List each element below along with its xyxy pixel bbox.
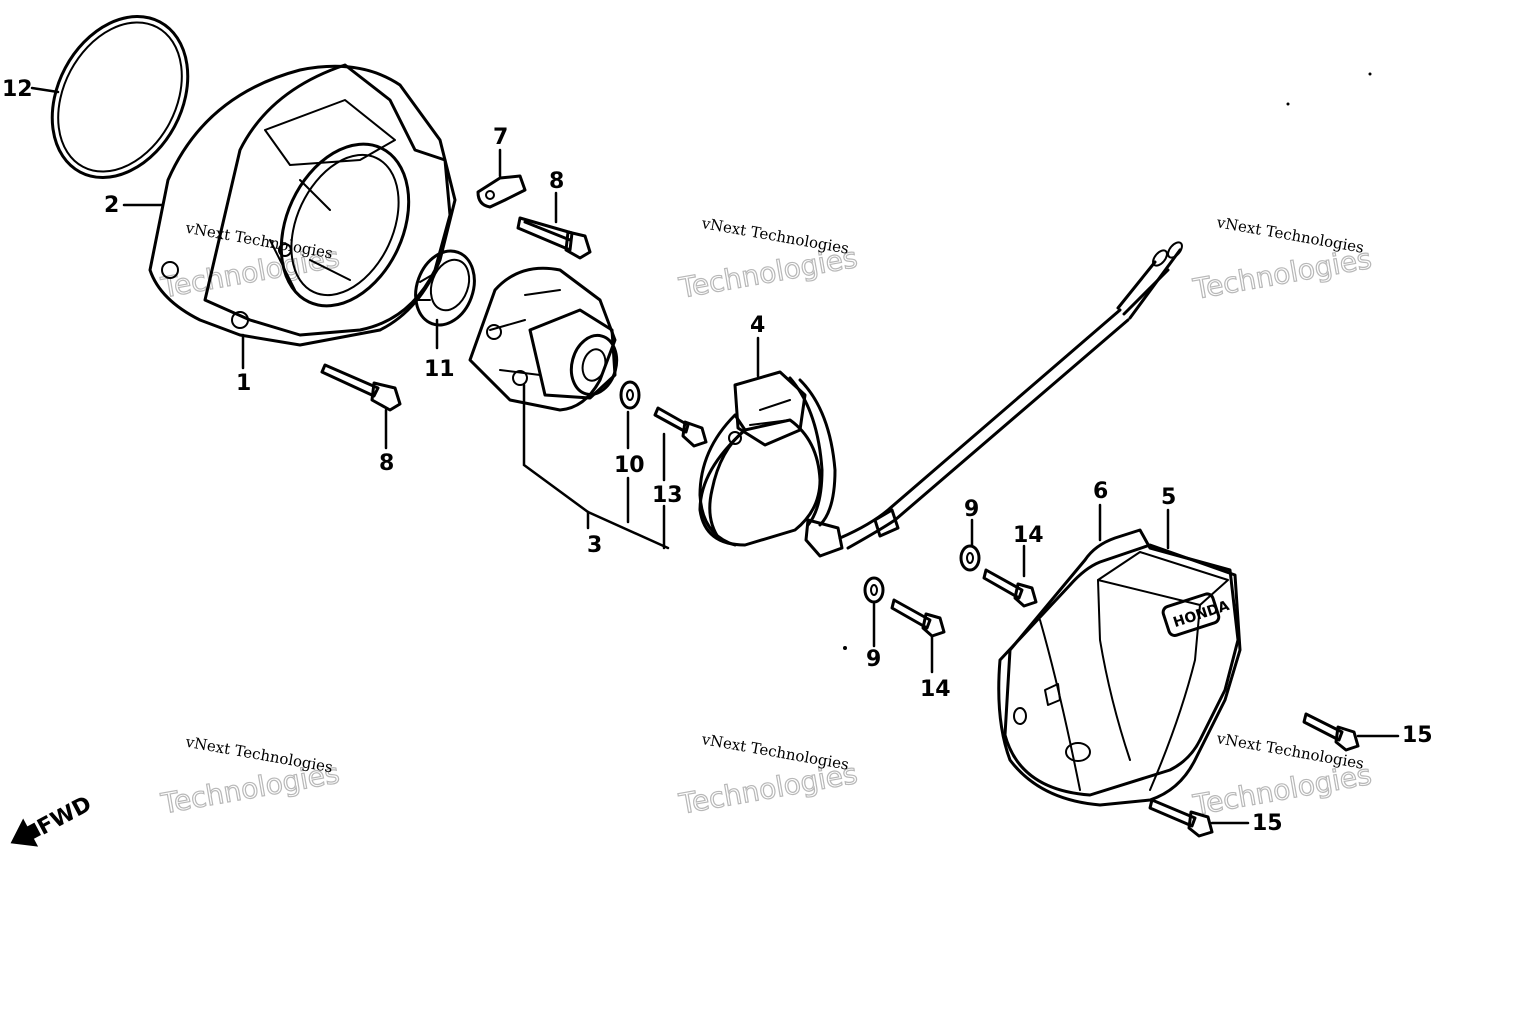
o-ring-part-12-inner [57,21,183,173]
fwd-label: FWD [33,792,96,841]
callout-11: 11 [424,357,455,382]
seal-part-11 [414,249,476,327]
watermark-top-center: Technologies vNext Technologies [675,214,860,306]
washer-part-10 [619,380,641,410]
stray-dot [1286,102,1290,106]
clamp-part-7 [476,174,527,209]
bolt-part-15-lower [1148,798,1214,838]
callout-8-upper: 8 [549,169,564,194]
callout-7: 7 [493,125,508,150]
pulse-generator-part-3 [468,266,619,412]
leader-lines [30,86,1400,825]
svg-text:vNext Technologies: vNext Technologies [1214,213,1365,257]
callout-labels: 12 2 1 7 8 8 11 4 3 10 13 6 5 9 14 9 14 … [2,77,1433,836]
callout-5: 5 [1161,485,1176,510]
bolt-part-8-upper [516,216,592,260]
gasket-part-2 [148,64,457,347]
callout-15-upper: 15 [1402,723,1433,748]
callout-13: 13 [652,483,683,508]
washer-part-9-upper [959,544,981,572]
o-ring-part-12 [50,15,190,179]
screw-part-14-lower [890,598,946,638]
svg-text:vNext Technologies: vNext Technologies [699,214,850,258]
callout-4: 4 [750,313,765,338]
callout-2: 2 [104,193,119,218]
callout-1: 1 [236,371,251,396]
housing-part-1 [161,63,452,337]
stray-dot [843,646,847,650]
callout-8-lower: 8 [379,451,394,476]
bolt-part-8-lower [320,363,402,412]
stray-dot [1368,72,1372,76]
clamp-hole [485,190,495,200]
wire-harness [838,241,1183,550]
watermark-top-right: Technologies vNext Technologies [1189,213,1374,306]
svg-text:vNext Technologies: vNext Technologies [1214,729,1365,773]
callout-15-lower: 15 [1252,811,1283,836]
svg-text:vNext Technologies: vNext Technologies [699,730,850,774]
fwd-arrow-icon [10,818,41,847]
callout-10: 10 [614,453,645,478]
watermark-bottom-left: Technologies vNext Technologies [157,733,342,822]
cover-part-5: HONDA [997,543,1242,807]
callout-14-upper: 14 [1013,523,1044,548]
callout-12: 12 [2,77,33,102]
callout-3: 3 [587,533,602,558]
washer-part-9-lower [863,576,885,604]
callout-6: 6 [1093,479,1108,504]
watermark-bottom-right: Technologies vNext Technologies [1189,729,1374,822]
cover-gasket-part-6 [1003,528,1240,797]
watermark-bottom-center: Technologies vNext Technologies [675,730,860,822]
callout-9-upper: 9 [964,497,979,522]
screw-part-13 [653,406,708,448]
fwd-indicator: FWD [10,792,96,847]
callout-9-lower: 9 [866,647,881,672]
screw-part-14-upper [982,568,1038,608]
bolt-part-15-upper [1302,712,1360,752]
base-plate-part-4 [698,370,844,558]
callout-14-lower: 14 [920,677,951,702]
